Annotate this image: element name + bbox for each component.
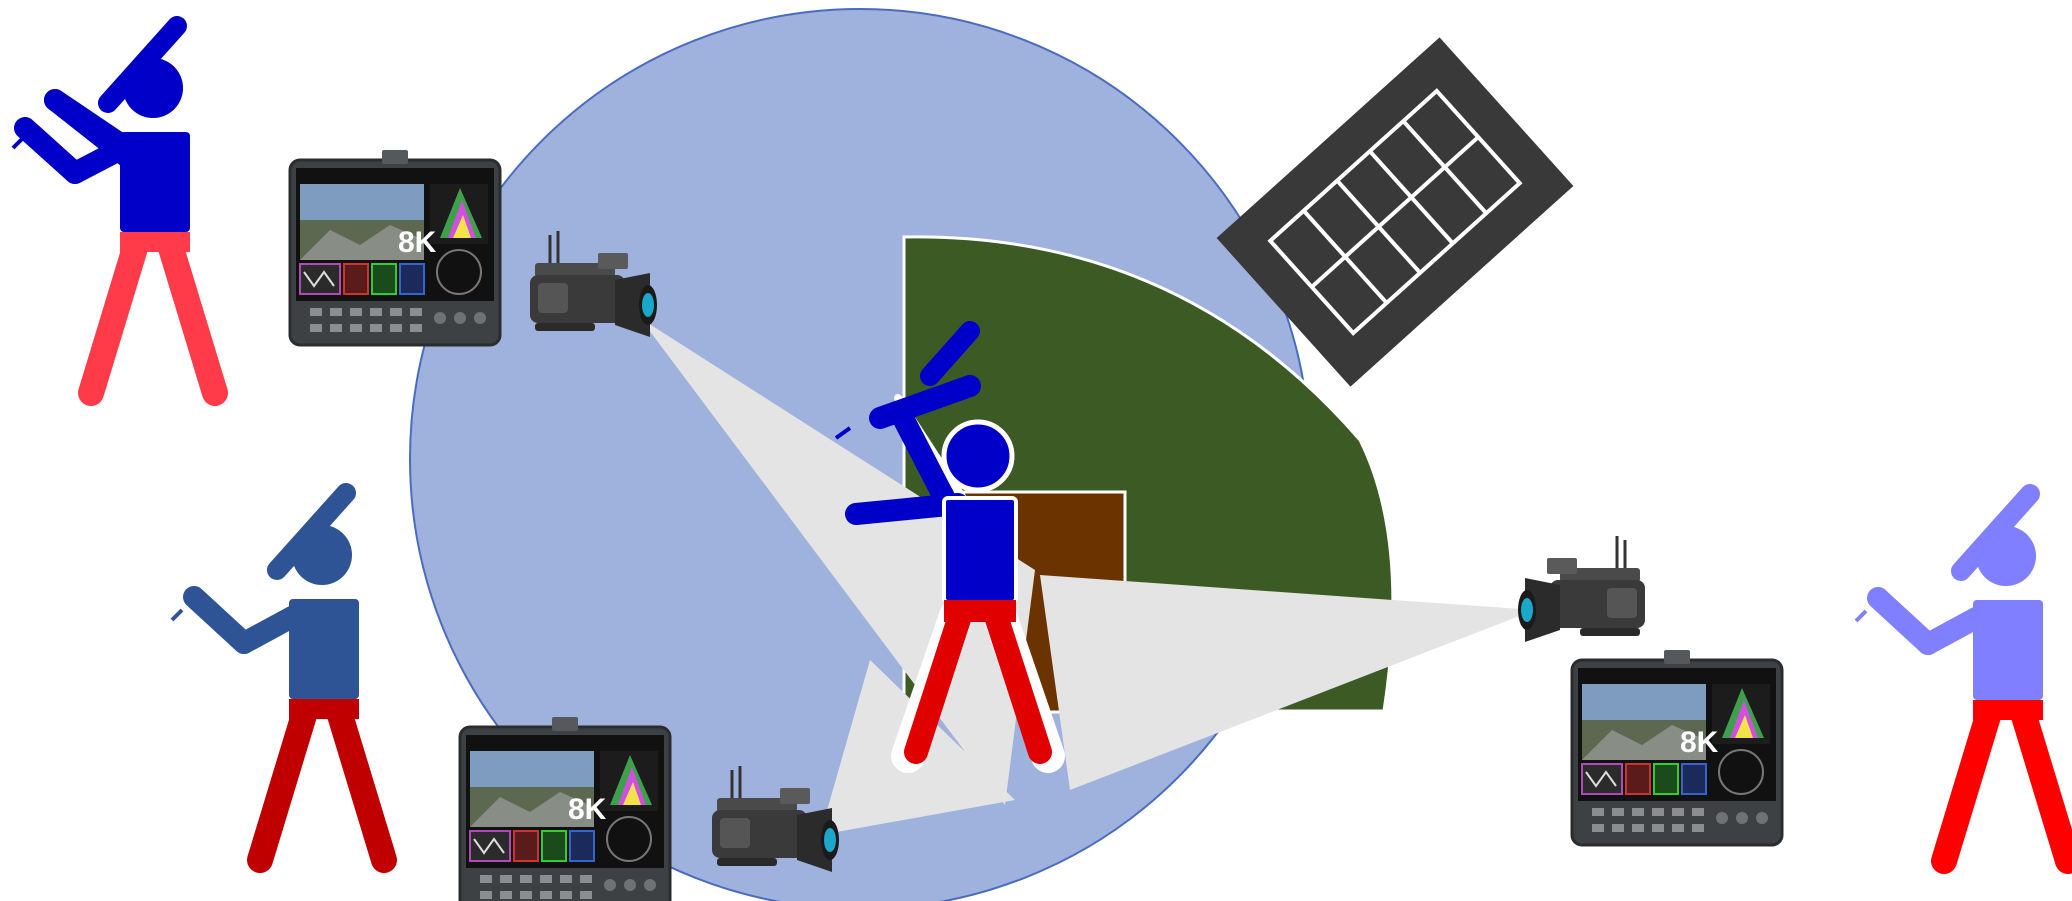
batter-icon [13, 26, 215, 393]
batter-icon [172, 493, 384, 860]
video-camera-icon [1518, 536, 1645, 642]
camera-beam-right [1040, 575, 1535, 790]
waveform-monitor-icon: 8K [1572, 650, 1782, 845]
batter-icon [1856, 494, 2068, 861]
waveform-monitor-icon: 8K [460, 717, 670, 901]
monitor-resolution-label: 8K [398, 226, 437, 259]
monitor-resolution-label: 8K [1680, 726, 1719, 759]
waveform-monitor-icon: 8K [290, 150, 500, 345]
monitor-resolution-label: 8K [568, 793, 607, 826]
